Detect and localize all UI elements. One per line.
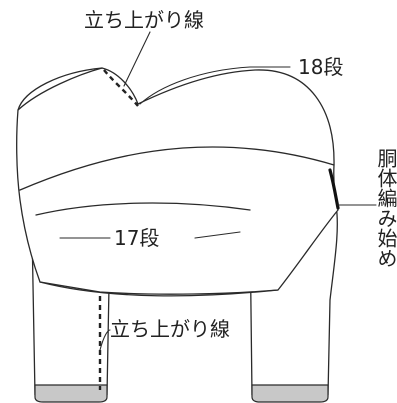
leg-rise-leader (99, 329, 111, 351)
leg-rise-label: 立ち上がり線 (110, 317, 230, 341)
body-seam-lower (39, 281, 279, 297)
front-leg-foot (34, 384, 108, 403)
neck-rise-label: 立ち上がり線 (84, 8, 204, 32)
row-18-label: 18段 (298, 55, 343, 79)
body-start-mark (328, 168, 340, 210)
row-17-leader (59, 231, 241, 239)
row-18-leader (139, 66, 291, 105)
body (16, 67, 339, 295)
back-leg-foot (251, 384, 329, 403)
body-seam-middle (35, 202, 251, 216)
neck-rise-line (103, 69, 139, 107)
neck-rise-leader (123, 31, 151, 87)
body-start-label: 胴体編み始め (374, 148, 397, 268)
body-seam-upper (19, 146, 335, 191)
neck-opening (17, 67, 103, 111)
row-17-label: 17段 (114, 226, 159, 250)
